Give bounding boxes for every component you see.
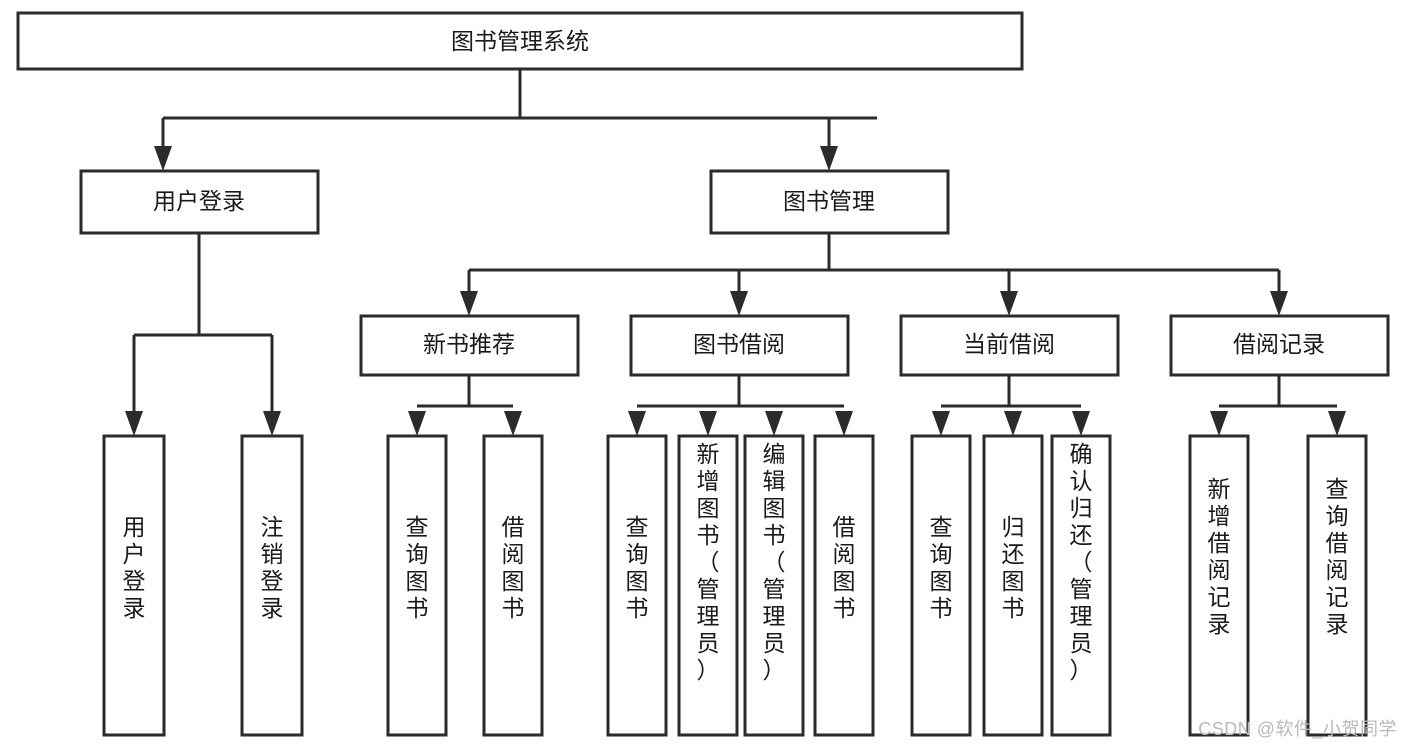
node-borrow-record-label: 借阅记录 bbox=[1233, 331, 1325, 357]
csdn-watermark: CSDN @软件_小贺同学 bbox=[1198, 719, 1397, 739]
node-leaf-confirm-return-admin-box[interactable] bbox=[1050, 434, 1112, 737]
node-borrow-record-box[interactable] bbox=[1169, 314, 1390, 377]
node-new-book-recommend[interactable]: 新书推荐 bbox=[359, 314, 580, 377]
arrow-head-book-borrow bbox=[730, 291, 748, 316]
node-current-borrow-label: 当前借阅 bbox=[963, 331, 1055, 357]
node-root-label: 图书管理系统 bbox=[451, 28, 589, 54]
node-leaf-borrow-book-label: 借阅图书 bbox=[833, 514, 856, 621]
node-borrow-record[interactable]: 借阅记录 bbox=[1169, 314, 1390, 377]
node-leaf-borrow-book[interactable]: 借阅图书 bbox=[813, 434, 875, 737]
node-leaf-query-book-current-box[interactable] bbox=[910, 434, 972, 737]
node-leaf-logout-login[interactable]: 注销登录 bbox=[240, 434, 304, 737]
node-leaf-query-borrow-record-label: 查询借阅记录 bbox=[1326, 476, 1349, 637]
node-current-borrow-box[interactable] bbox=[899, 314, 1120, 377]
node-leaf-borrow-book-recommend-label: 借阅图书 bbox=[502, 514, 525, 621]
node-leaf-query-borrow-record-box[interactable] bbox=[1306, 434, 1368, 737]
node-leaf-logout-login-box[interactable] bbox=[240, 434, 304, 737]
node-leaf-add-borrow-record-box[interactable] bbox=[1188, 434, 1250, 737]
connectors-layer bbox=[125, 69, 1346, 436]
arrow-head-leaf-query-borrow-record bbox=[1328, 411, 1346, 436]
node-leaf-query-book-recommend-label: 查询图书 bbox=[406, 514, 429, 621]
node-leaf-query-book-borrow-label: 查询图书 bbox=[626, 514, 649, 621]
arrow-head-leaf-return-book bbox=[1004, 411, 1022, 436]
arrow-head-leaf-user-login bbox=[125, 411, 143, 436]
node-leaf-logout-login-label: 注销登录 bbox=[261, 514, 284, 621]
arrow-head-leaf-logout-login bbox=[263, 411, 281, 436]
node-leaf-add-borrow-record[interactable]: 新增借阅记录 bbox=[1188, 434, 1250, 737]
node-leaf-confirm-return-admin[interactable]: 确认归还（管理员） bbox=[1050, 434, 1112, 737]
arrow-head-book-manage bbox=[820, 146, 838, 171]
node-leaf-return-book-label: 归还图书 bbox=[1002, 514, 1025, 621]
arrow-head-leaf-query-book-current bbox=[932, 411, 950, 436]
node-book-manage-box[interactable] bbox=[709, 169, 950, 235]
arrow-head-leaf-query-book-borrow bbox=[628, 411, 646, 436]
arrow-head-leaf-borrow-book-recommend bbox=[504, 411, 522, 436]
node-user-login-label: 用户登录 bbox=[153, 188, 245, 214]
node-leaf-user-login[interactable]: 用户登录 bbox=[102, 434, 166, 737]
node-leaf-return-book-box[interactable] bbox=[982, 434, 1044, 737]
node-leaf-query-book-recommend-box[interactable] bbox=[386, 434, 448, 737]
arrow-head-leaf-confirm-return-admin bbox=[1072, 411, 1090, 436]
arrow-head-user-login bbox=[154, 146, 172, 171]
node-book-manage[interactable]: 图书管理 bbox=[709, 169, 950, 235]
node-book-manage-label: 图书管理 bbox=[783, 188, 875, 214]
node-user-login-box[interactable] bbox=[79, 169, 320, 235]
arrow-head-new-book-recommend bbox=[460, 291, 478, 316]
node-leaf-edit-book-admin-box[interactable] bbox=[743, 434, 805, 737]
arrow-head-leaf-add-book-admin bbox=[699, 411, 717, 436]
node-book-borrow-label: 图书借阅 bbox=[693, 331, 785, 357]
node-leaf-query-book-current[interactable]: 查询图书 bbox=[910, 434, 972, 737]
node-new-book-recommend-label: 新书推荐 bbox=[423, 331, 515, 357]
node-leaf-query-borrow-record[interactable]: 查询借阅记录 bbox=[1306, 434, 1368, 737]
node-leaf-query-book-current-label: 查询图书 bbox=[930, 514, 953, 621]
arrow-head-leaf-edit-book-admin bbox=[765, 411, 783, 436]
node-leaf-borrow-book-recommend-box[interactable] bbox=[482, 434, 544, 737]
node-new-book-recommend-box[interactable] bbox=[359, 314, 580, 377]
node-leaf-user-login-label: 用户登录 bbox=[123, 514, 146, 621]
node-leaf-return-book[interactable]: 归还图书 bbox=[982, 434, 1044, 737]
node-leaf-add-borrow-record-label: 新增借阅记录 bbox=[1208, 476, 1231, 637]
node-leaf-add-book-admin-label: 新增图书（管理员） bbox=[697, 441, 720, 683]
arrow-head-leaf-borrow-book bbox=[835, 411, 853, 436]
node-book-borrow[interactable]: 图书借阅 bbox=[629, 314, 850, 377]
node-leaf-add-book-admin-box[interactable] bbox=[677, 434, 739, 737]
node-leaf-borrow-book-recommend[interactable]: 借阅图书 bbox=[482, 434, 544, 737]
node-leaf-query-book-recommend[interactable]: 查询图书 bbox=[386, 434, 448, 737]
node-leaf-borrow-book-box[interactable] bbox=[813, 434, 875, 737]
node-root[interactable]: 图书管理系统 bbox=[16, 11, 1024, 71]
node-book-borrow-box[interactable] bbox=[629, 314, 850, 377]
node-leaf-query-book-borrow[interactable]: 查询图书 bbox=[606, 434, 668, 737]
nodes-layer: 图书管理系统 用户登录 图书管理 新书推荐 图书借阅 bbox=[16, 11, 1390, 737]
node-user-login[interactable]: 用户登录 bbox=[79, 169, 320, 235]
arrow-head-leaf-query-book-recommend bbox=[408, 411, 426, 436]
arrow-head-leaf-add-borrow-record bbox=[1210, 411, 1228, 436]
node-leaf-add-book-admin[interactable]: 新增图书（管理员） bbox=[677, 434, 739, 737]
node-root-box[interactable] bbox=[16, 11, 1024, 71]
node-leaf-user-login-box[interactable] bbox=[102, 434, 166, 737]
node-leaf-query-book-borrow-box[interactable] bbox=[606, 434, 668, 737]
arrow-head-current-borrow bbox=[1000, 291, 1018, 316]
node-leaf-edit-book-admin[interactable]: 编辑图书（管理员） bbox=[743, 434, 805, 737]
node-leaf-confirm-return-admin-label: 确认归还（管理员） bbox=[1070, 441, 1093, 683]
node-leaf-edit-book-admin-label: 编辑图书（管理员） bbox=[763, 441, 786, 683]
arrow-head-borrow-record bbox=[1270, 291, 1288, 316]
node-current-borrow[interactable]: 当前借阅 bbox=[899, 314, 1120, 377]
